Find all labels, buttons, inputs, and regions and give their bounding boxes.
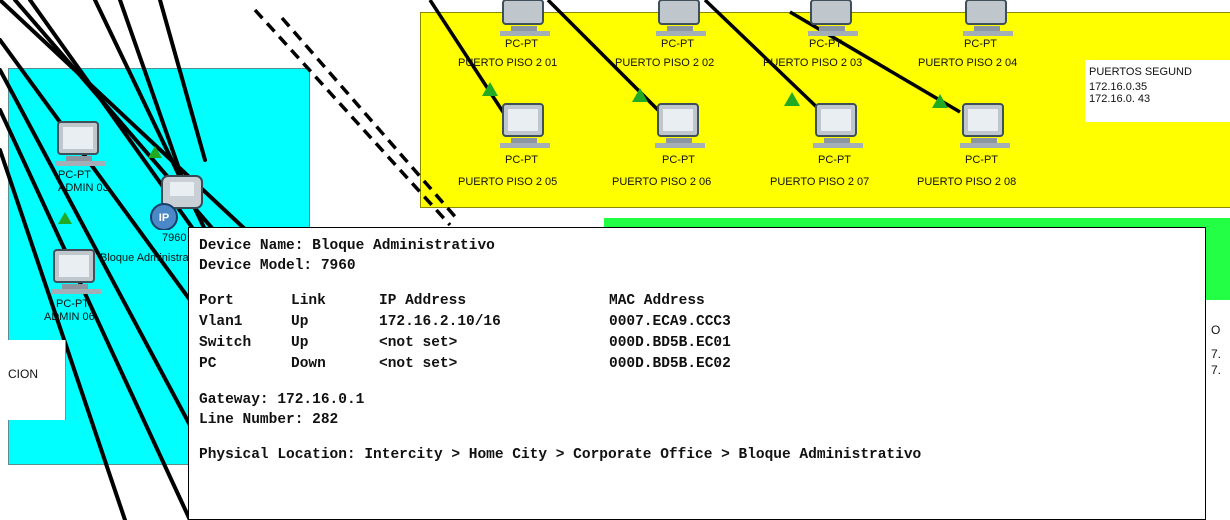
- device-type-label: PC-PT: [505, 154, 538, 166]
- physical-location-value: Intercity > Home City > Corporate Office…: [364, 447, 922, 463]
- pc-icon: [655, 103, 705, 148]
- port-cell: PC: [199, 356, 217, 372]
- device-type-label: PC-PT: [58, 169, 91, 181]
- line-number-line: Line Number: 282: [199, 410, 1205, 430]
- pc-icon: [500, 103, 550, 148]
- device-model-key: Device Model:: [199, 258, 313, 274]
- device-name-label: PUERTO PISO 2 02: [615, 57, 715, 69]
- device-name-label: PUERTO PISO 2 08: [917, 176, 1017, 188]
- line-number-value: 282: [312, 412, 339, 428]
- link-cell: Down: [291, 356, 326, 372]
- gateway-line: Gateway: 172.16.0.1: [199, 390, 1205, 410]
- cable: [0, 148, 127, 520]
- ip-cell: <not set>: [379, 335, 458, 351]
- table-row: Switch Up <not set> 000D.BD5B.EC01: [199, 333, 1205, 354]
- device-name-label: PUERTO PISO 2 07: [770, 176, 870, 188]
- device-name-value: Bloque Administrativo: [312, 238, 495, 254]
- mac-cell: 000D.BD5B.EC01: [609, 335, 731, 351]
- link-light: [784, 92, 800, 106]
- cyan-area-label-box[interactable]: CION: [0, 340, 66, 420]
- link-light: [148, 146, 162, 158]
- puertos-segundo-note[interactable]: PUERTOS SEGUND 172.16.0.35 172.16.0. 43: [1085, 60, 1230, 122]
- device-name-line: Device Name: Bloque Administrativo: [199, 236, 1205, 256]
- device-name-label: PUERTO PISO 2 06: [612, 176, 712, 188]
- gateway-key: Gateway:: [199, 392, 269, 408]
- device-name-key: Device Name:: [199, 238, 304, 254]
- mac-cell: 0007.ECA9.CCC3: [609, 314, 731, 330]
- col-header-port: Port: [199, 293, 234, 309]
- svg-text:IP: IP: [159, 212, 169, 224]
- line-number-key: Line Number:: [199, 412, 304, 428]
- pc-icon: [813, 103, 863, 148]
- device-name-label: PUERTO PISO 2 03: [763, 57, 863, 69]
- dashed-cable: [253, 8, 452, 227]
- col-header-link: Link: [291, 293, 326, 309]
- port-table-header: Port Link IP Address MAC Address: [199, 291, 1205, 312]
- gateway-value: 172.16.0.1: [277, 392, 365, 408]
- pc-icon: [960, 103, 1010, 148]
- physical-location-line: Physical Location: Intercity > Home City…: [199, 445, 1205, 465]
- cable: [118, 0, 192, 202]
- pc-icon: [963, 0, 1013, 36]
- note-line: 172.16.0. 43: [1089, 93, 1151, 105]
- device-type-label: PC-PT: [964, 38, 997, 50]
- device-name-label: Bloque Administrativo: [100, 252, 206, 264]
- mac-cell: 000D.BD5B.EC02: [609, 356, 731, 372]
- device-name-label: PUERTO PISO 2 01: [458, 57, 558, 69]
- cyan-area-label: CION: [8, 367, 38, 381]
- note-line: 172.16.0.35: [1089, 81, 1148, 93]
- right-edge-text: 7.: [1211, 347, 1222, 361]
- ip-phone-icon: IP: [150, 175, 203, 230]
- green-area-right-panel: [1206, 300, 1230, 398]
- table-row: Vlan1 Up 172.16.2.10/16 0007.ECA9.CCC3: [199, 312, 1205, 333]
- pc-icon: [808, 0, 858, 36]
- device-model-line: Device Model: 7960: [199, 256, 1205, 276]
- pc-icon: [656, 0, 706, 36]
- device-type-label: PC-PT: [661, 38, 694, 50]
- ip-cell: 172.16.2.10/16: [379, 314, 501, 330]
- device-type-label: PC-PT: [818, 154, 851, 166]
- right-edge-text: 7.: [1211, 363, 1222, 377]
- ip-cell: <not set>: [379, 356, 458, 372]
- link-cell: Up: [291, 314, 309, 330]
- cable: [0, 108, 192, 520]
- device-type-label: PC-PT: [965, 154, 998, 166]
- device-type-label: PC-PT: [809, 38, 842, 50]
- link-light: [58, 212, 72, 224]
- pc-icon: [55, 121, 105, 166]
- cable: [158, 0, 207, 162]
- table-row: PC Down <not set> 000D.BD5B.EC02: [199, 354, 1205, 375]
- link-light: [932, 94, 948, 108]
- physical-location-key: Physical Location:: [199, 447, 356, 463]
- device-name-label: PUERTO PISO 2 04: [918, 57, 1018, 69]
- link-cell: Up: [291, 335, 309, 351]
- device-type-label: PC-PT: [56, 298, 89, 310]
- device-name-label: ADMIN 06: [44, 311, 95, 323]
- note-title: PUERTOS SEGUND: [1089, 66, 1192, 78]
- device-name-label: PUERTO PISO 2 05: [458, 176, 558, 188]
- device-type-label: PC-PT: [505, 38, 538, 50]
- device-name-label: ADMIN 03: [58, 182, 109, 194]
- dashed-cable: [280, 16, 460, 222]
- device-type-label: 7960: [162, 232, 187, 244]
- device-info-tooltip: Device Name: Bloque Administrativo Devic…: [188, 227, 1206, 520]
- link-light: [482, 82, 498, 96]
- col-header-ip: IP Address: [379, 293, 467, 309]
- link-light: [632, 88, 648, 102]
- port-cell: Switch: [199, 335, 252, 351]
- right-edge-text: O: [1211, 323, 1221, 337]
- cable: [703, 0, 827, 117]
- col-header-mac: MAC Address: [609, 293, 705, 309]
- port-cell: Vlan1: [199, 314, 243, 330]
- device-model-value: 7960: [320, 258, 356, 274]
- device-type-label: PC-PT: [662, 154, 695, 166]
- pc-icon: [500, 0, 550, 36]
- pc-icon: [51, 249, 101, 294]
- cable: [789, 10, 961, 114]
